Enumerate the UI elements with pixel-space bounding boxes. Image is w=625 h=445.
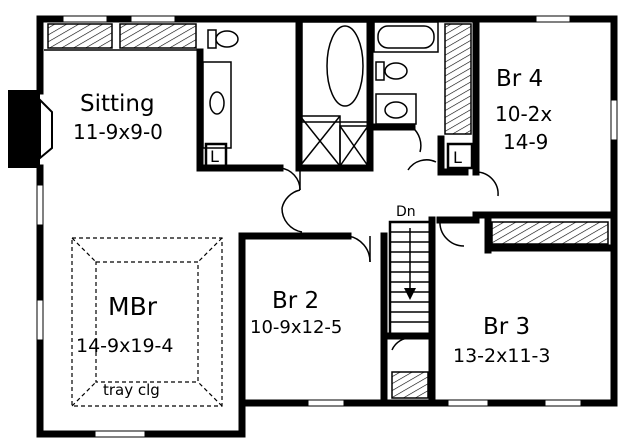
stairs — [388, 220, 432, 336]
shower-icon — [299, 115, 369, 167]
toilet-icon — [375, 61, 408, 81]
fireplace — [8, 90, 53, 168]
room-dims-br4-line1: 10-2x — [495, 102, 552, 126]
room-dims-br4-line2: 14-9 — [503, 130, 548, 154]
closet-br3 — [491, 221, 609, 245]
doors — [279, 126, 499, 351]
room-dims-br2: 10-9x12-5 — [250, 317, 342, 338]
interior-walls — [196, 15, 618, 407]
bathtub-icon — [373, 21, 439, 53]
laundry-label-right: L — [453, 148, 462, 167]
closet-hall-br4 — [444, 23, 472, 135]
laundry-label-left: L — [210, 147, 219, 166]
room-name-mbr: MBr — [108, 292, 158, 321]
room-name-br4: Br 4 — [496, 66, 543, 92]
bathtub-icon — [301, 21, 369, 123]
bath-fixtures — [202, 21, 474, 170]
closets — [44, 23, 609, 399]
closet-under-stair — [391, 371, 429, 399]
room-dims-sitting: 11-9x9-0 — [73, 120, 163, 144]
room-name-sitting: Sitting — [80, 91, 155, 117]
tray-ceiling — [71, 237, 223, 407]
stair-label: Dn — [396, 204, 416, 220]
room-dims-mbr: 14-9x19-4 — [76, 335, 174, 357]
room-note-mbr: tray clg — [103, 381, 160, 399]
room-dims-br3: 13-2x11-3 — [453, 345, 551, 367]
arrow-down-icon — [404, 228, 416, 300]
sink-icon — [384, 101, 408, 119]
room-name-br3: Br 3 — [483, 314, 530, 340]
windows — [36, 15, 618, 438]
closet-sitting-left — [47, 23, 113, 49]
toilet-icon — [207, 29, 239, 49]
sink-icon — [209, 91, 225, 115]
room-name-br2: Br 2 — [272, 288, 319, 314]
closet-sitting-right — [119, 23, 197, 49]
